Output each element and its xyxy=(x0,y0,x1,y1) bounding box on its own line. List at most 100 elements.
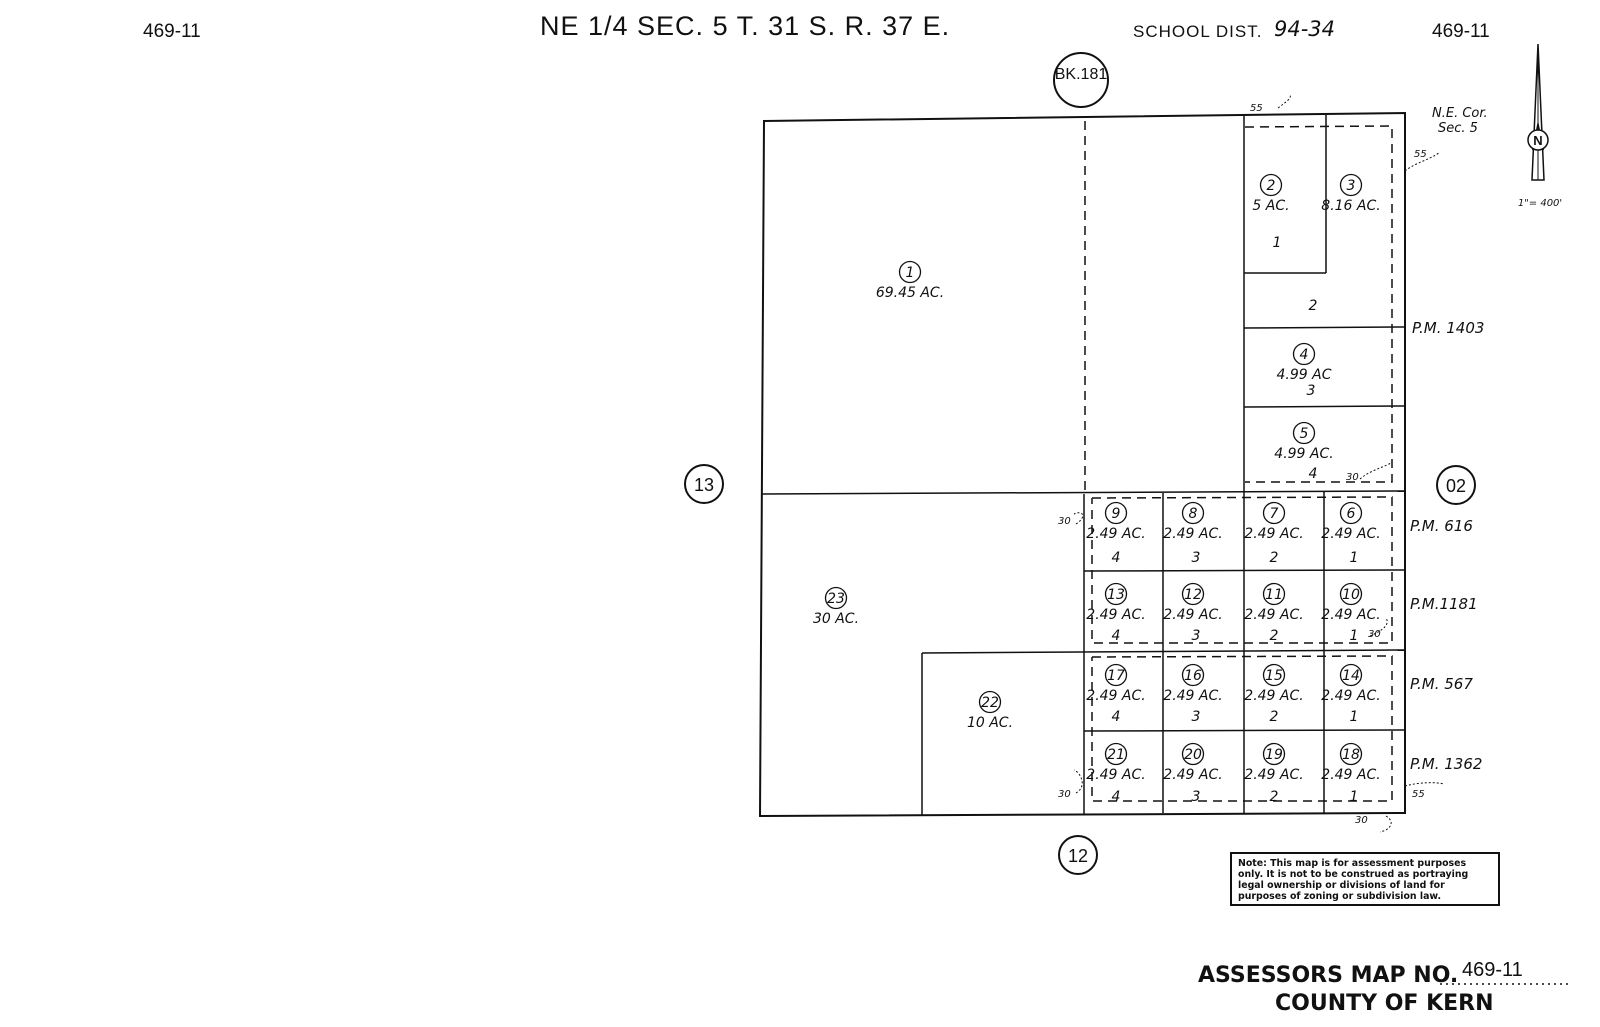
parcel-13: 132.49 AC. xyxy=(1086,582,1146,623)
parcel-number-circle xyxy=(1181,582,1205,606)
parcel-number-circle xyxy=(978,690,1002,714)
parcel-number: 14 xyxy=(1342,668,1360,684)
dimension-label: 30 xyxy=(1355,815,1368,826)
parcel-1: 1 69.45 AC. xyxy=(876,260,944,301)
dimension-leaders xyxy=(1073,94,1445,833)
adjacent-map-south-circle xyxy=(1058,835,1098,875)
lot-number: 4 xyxy=(1112,628,1121,644)
parcel-number-circle xyxy=(1339,501,1363,525)
lot-number: 2 xyxy=(1270,789,1279,805)
parcel-acreage: 2.49 AC. xyxy=(1321,607,1380,623)
lot-number: 2 xyxy=(1270,550,1279,566)
parcel-acreage: 10 AC. xyxy=(967,715,1013,731)
parcel-map-reference: P.M. 1362 xyxy=(1410,755,1482,773)
parcel-number: 15 xyxy=(1265,668,1283,684)
parcel-9: 92.49 AC. xyxy=(1086,501,1146,542)
dimension-label: 55 xyxy=(1414,149,1427,160)
parcel-15: 15 2.49 AC. xyxy=(1244,663,1304,704)
parcel-acreage: 2.49 AC. xyxy=(1244,767,1303,783)
lot-number: 3 xyxy=(1192,709,1201,725)
parcel-map-reference: P.M. 1403 xyxy=(1412,319,1484,337)
parcel-number: 16 xyxy=(1184,668,1202,684)
parcel-number: 3 xyxy=(1347,178,1356,194)
lot-number: 3 xyxy=(1192,550,1201,566)
lot-number: 2 xyxy=(1309,298,1318,314)
parcel-acreage: 2.49 AC. xyxy=(1163,767,1222,783)
parcel-acreage: 4.99 AC. xyxy=(1274,446,1333,462)
lot-number: 3 xyxy=(1307,383,1316,399)
lot-number: 3 xyxy=(1192,628,1201,644)
parcel-acreage: 2.49 AC. xyxy=(1321,767,1380,783)
parcel-5: 5 4.99 AC. xyxy=(1274,421,1334,462)
parcel-number: 12 xyxy=(1184,587,1202,603)
lot-number: 1 xyxy=(1273,235,1282,251)
parcel-number-circle xyxy=(1262,663,1286,687)
lot-number: 4 xyxy=(1112,789,1121,805)
parcel-acreage: 5 AC. xyxy=(1252,198,1289,214)
parcel-number: 22 xyxy=(981,695,999,711)
north-arrow-icon xyxy=(1527,43,1549,181)
section-title: NE 1/4 SEC. 5 T. 31 S. R. 37 E. xyxy=(540,11,950,41)
parcel-number-circle xyxy=(824,586,848,610)
parcel-number-circle xyxy=(1104,582,1128,606)
parcel-4: 4 4.99 AC xyxy=(1277,342,1332,383)
parcel-number-circle xyxy=(1104,663,1128,687)
parcel-18: 18 2.49 AC. xyxy=(1321,742,1381,783)
parcel-19: 192.49 AC. xyxy=(1244,742,1304,783)
lot-number: 2 xyxy=(1270,628,1279,644)
parcel-map-reference: P.M. 616 xyxy=(1410,517,1473,535)
dimension-label: 55 xyxy=(1250,103,1263,114)
parcel-acreage: 2.49 AC. xyxy=(1244,688,1303,704)
parcel-number-circle xyxy=(1181,742,1205,766)
parcel-number: 17 xyxy=(1107,668,1125,684)
parcel-12: 122.49 AC. xyxy=(1163,582,1223,623)
parcel-acreage: 4.99 AC xyxy=(1277,367,1332,383)
north-letter: N xyxy=(1533,133,1542,148)
parcel-11: 11 2.49 AC. xyxy=(1244,582,1304,623)
parcel-acreage: 2.49 AC. xyxy=(1244,607,1303,623)
parcel-number: 18 xyxy=(1342,747,1360,763)
parcel-number: 4 xyxy=(1300,347,1309,363)
parcel-number-circle xyxy=(1262,501,1286,525)
parcel-number: 21 xyxy=(1107,747,1125,763)
parcel-acreage: 2.49 AC. xyxy=(1321,526,1380,542)
dimension-label: 30 xyxy=(1058,789,1071,800)
map-number-left: 469-11 xyxy=(143,21,201,42)
adjacent-map-east: 02 xyxy=(1446,476,1466,496)
parcel-number: 5 xyxy=(1300,426,1309,442)
book-ref-circle xyxy=(1053,52,1109,108)
adjacent-map-south: 12 xyxy=(1068,846,1088,866)
parcel-map-reference: P.M. 567 xyxy=(1410,675,1473,693)
parcel-number: 1 xyxy=(906,265,915,281)
parcel-number-circle xyxy=(1104,501,1128,525)
parcel-22: 22 10 AC. xyxy=(967,690,1013,731)
lot-number: 3 xyxy=(1192,789,1201,805)
parcels-layer: 1 69.45 AC. 2 5 AC. 3 8.16 AC. 4 4.99 AC 5 4.99 A… xyxy=(813,173,1381,783)
parcel-acreage: 2.49 AC. xyxy=(1163,526,1222,542)
parcel-number: 10 xyxy=(1342,587,1360,603)
parcel-acreage: 30 AC. xyxy=(813,611,859,627)
parcel-lines xyxy=(761,115,1406,815)
parcel-number-circle xyxy=(1292,342,1316,366)
parcel-20: 202.49 AC. xyxy=(1163,742,1223,783)
parcel-acreage: 69.45 AC. xyxy=(876,285,944,301)
parcel-number-circle xyxy=(1181,501,1205,525)
parcel-acreage: 8.16 AC. xyxy=(1321,198,1380,214)
adjacent-map-west-circle xyxy=(684,464,724,504)
parcel-number-circle xyxy=(1262,742,1286,766)
parcel-number: 13 xyxy=(1107,587,1125,603)
parcel-number-circle xyxy=(1339,742,1363,766)
ne-corner-label-line2: Sec. 5 xyxy=(1438,121,1478,136)
parcel-number-circle xyxy=(1259,173,1283,197)
parcel-number: 9 xyxy=(1112,506,1121,522)
lot-number: 1 xyxy=(1350,709,1359,725)
parcel-10: 10 2.49 AC. xyxy=(1321,582,1381,623)
parcel-8: 82.49 AC. xyxy=(1163,501,1223,542)
parcel-acreage: 2.49 AC. xyxy=(1321,688,1380,704)
parcel-number: 11 xyxy=(1265,587,1283,603)
dimension-label: 30 xyxy=(1058,516,1071,527)
parcel-map-reference: P.M.1181 xyxy=(1410,595,1478,613)
